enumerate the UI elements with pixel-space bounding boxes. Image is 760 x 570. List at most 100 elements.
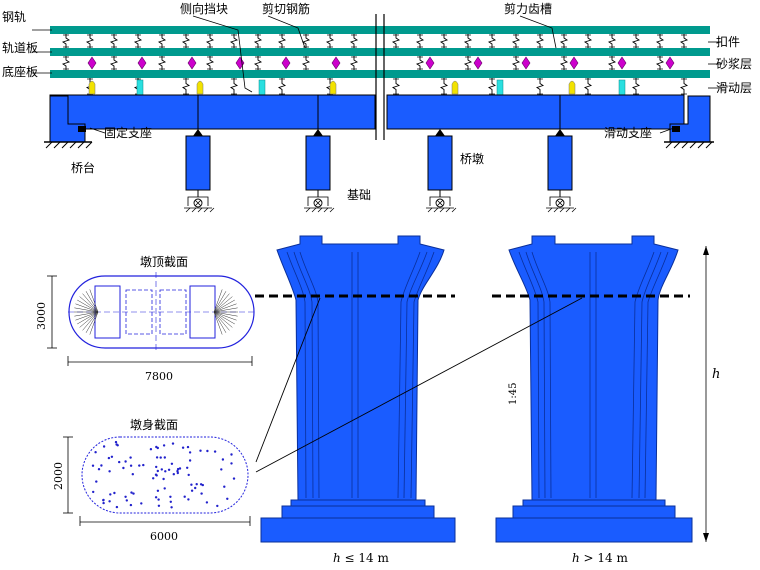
h-dim-arrow-top — [703, 246, 709, 255]
foundation-hatch — [185, 207, 191, 213]
fastener-spring — [85, 34, 95, 48]
pier-tall-footing — [495, 517, 693, 543]
track-structure: 钢轨 轨道板 底座板 侧向挡块 剪切钢筋 剪力齿槽 扣件 砂浆层 滑动层 固定支… — [2, 1, 752, 213]
foundation-spring-coil — [193, 198, 203, 208]
rebar-line — [213, 303, 237, 313]
foundation-hatch — [565, 207, 571, 213]
dim-145: 1:45 — [508, 383, 519, 405]
sliding-spring — [439, 78, 449, 95]
rebar-dot — [124, 460, 127, 463]
foundation-spring — [318, 196, 329, 206]
rebar-line — [213, 311, 238, 317]
fastener-spring — [559, 34, 569, 48]
caption-tall-rest: > 14 m — [580, 551, 629, 565]
rebar-dot — [118, 460, 121, 464]
pier-tall-base — [512, 505, 676, 519]
side-block — [329, 80, 337, 95]
foundation-hatch — [451, 207, 457, 213]
rebar-dot — [122, 466, 125, 470]
mortar-spring — [463, 56, 473, 70]
sliding-spring — [277, 78, 287, 95]
rebar-dot — [152, 477, 155, 480]
shear-groove — [136, 79, 144, 96]
dim-body-width: 6000 — [150, 530, 178, 543]
fastener-spring — [349, 34, 359, 48]
rebar-dot — [230, 453, 233, 456]
left-fixed-bearing — [78, 126, 86, 132]
rebar-dot — [162, 477, 165, 481]
rebar-line — [74, 307, 99, 313]
rebar-dot — [183, 495, 186, 498]
rebar-dot — [100, 464, 103, 467]
label-side-block: 侧向挡块 — [180, 1, 228, 16]
rebar-dot — [190, 489, 194, 492]
rebar-line — [213, 311, 235, 325]
foundation-hatch — [209, 207, 215, 213]
rebar-dot — [199, 483, 203, 486]
rebar-dot — [114, 440, 118, 444]
mortar-spring — [655, 56, 665, 70]
caption-short: h ≤ 14 m — [333, 551, 390, 565]
foundation-hatch — [559, 207, 565, 213]
rebar-dot — [170, 506, 173, 509]
caption-tall: h > 14 m — [572, 551, 629, 565]
label-rail: 钢轨 — [2, 10, 26, 24]
fastener-spring — [655, 34, 665, 48]
foundation-hatch — [203, 207, 209, 213]
rebar-dot — [130, 491, 133, 494]
rebar-line — [79, 311, 99, 328]
foundation-hatch — [311, 207, 317, 213]
rebar-dot — [125, 499, 128, 502]
rebar-dot — [108, 500, 111, 503]
rebar-dot — [200, 492, 203, 495]
caption-tall-var: h — [572, 551, 580, 565]
rebar-dot — [213, 450, 217, 453]
pier-body-section: 墩身截面 6000 2000 — [52, 417, 251, 543]
rebar-dot — [140, 502, 143, 505]
sliding-spring — [631, 78, 641, 95]
sliding-spring — [679, 78, 689, 95]
rebar-dot — [159, 456, 162, 459]
foundation-spring-cross — [556, 199, 564, 207]
rebar-dot — [131, 473, 134, 476]
side-block — [196, 80, 204, 95]
rebar-dot — [129, 503, 133, 507]
pier-bearing — [193, 129, 203, 136]
pier-column — [427, 135, 453, 191]
label-pier: 桥墩 — [460, 152, 484, 166]
sliding-spring — [487, 78, 497, 95]
rebar-dot — [171, 442, 175, 445]
rebar-dot — [156, 469, 159, 473]
pier-short-footing — [260, 517, 456, 543]
rebar-dot — [110, 455, 114, 458]
rebar-dot — [190, 483, 193, 486]
foundation-hatch — [553, 207, 559, 213]
rebar-dot — [129, 456, 132, 459]
rebar-dot — [94, 451, 97, 454]
sliding-spring — [583, 78, 593, 95]
foundation-spring-coil — [435, 198, 445, 208]
pier-tall-base-top — [522, 499, 666, 507]
mortar-spring — [415, 56, 425, 70]
rebar-line — [213, 293, 230, 313]
pier-column — [547, 135, 573, 191]
fastener-spring — [391, 34, 401, 48]
shear-groove — [258, 79, 266, 96]
fastener-spring — [487, 34, 497, 48]
rebar-dot — [155, 456, 159, 459]
pier-elevation-short: h ≤ 14 m — [260, 235, 456, 565]
rebar-line — [75, 311, 99, 321]
rebar-line — [213, 307, 238, 313]
rebar-dot — [95, 480, 98, 483]
height-dimension: h — [703, 246, 720, 542]
foundation-hatch — [323, 207, 329, 213]
mortar-spring — [205, 56, 215, 70]
pier-top-rebar-fan-left — [74, 289, 99, 335]
sliding-spring — [229, 78, 239, 95]
rebar-dot — [113, 491, 116, 495]
foundation-hatch — [197, 207, 203, 213]
rebar-dot — [195, 483, 198, 486]
h-label: h — [712, 367, 720, 382]
rebar-dot — [172, 473, 175, 476]
